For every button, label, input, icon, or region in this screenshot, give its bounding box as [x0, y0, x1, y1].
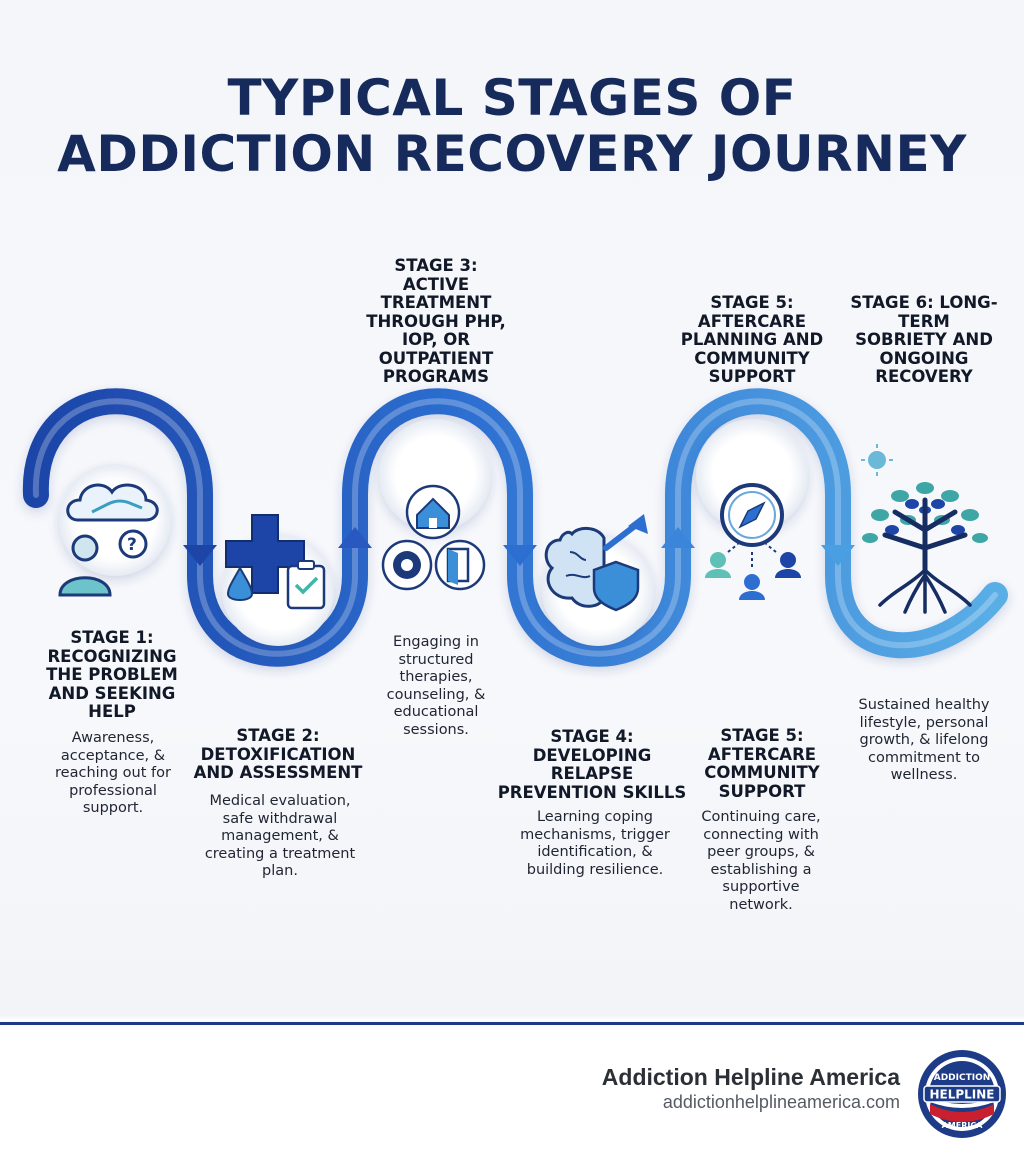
tree-sun-icon	[861, 444, 988, 614]
stage-5-community-title: STAGE 5: AFTERCARE COMMUNITY SUPPORT	[704, 726, 820, 801]
brand-name: Addiction Helpline America	[601, 1064, 900, 1090]
footer-divider	[0, 1022, 1024, 1025]
stage-3-title: STAGE 3: ACTIVE TREATMENT THROUGH PHP, I…	[366, 256, 506, 386]
brain-shield-icon	[544, 514, 648, 612]
stage-1-title: STAGE 1: RECOGNIZING THE PROBLEM AND SEE…	[46, 628, 178, 721]
stage-5-description: Continuing care, connecting with peer gr…	[701, 809, 821, 913]
helpline-logo: ADDICTION HELPLINE AMERICA	[918, 1050, 1006, 1138]
medical-cross-clipboard-icon	[225, 514, 326, 610]
arrow-up-icon	[661, 527, 695, 548]
stage-3-description: Engaging in structured therapies, counse…	[386, 634, 486, 738]
stage-6-title: STAGE 6: LONG-TERM SOBRIETY AND ONGOING …	[850, 293, 998, 386]
stage-1-description: Awareness, acceptance, & reaching out fo…	[55, 730, 171, 816]
brand-url[interactable]: addictionhelplineamerica.com	[662, 1092, 900, 1112]
stage-2-title: STAGE 2: DETOXIFICATION AND ASSESSMENT	[193, 726, 363, 782]
journey-path	[22, 388, 1008, 667]
arrow-up-icon	[338, 527, 372, 548]
stage-5-planning-title: STAGE 5: AFTERCARE PLANNING AND COMMUNIT…	[680, 293, 824, 386]
stage-2-description: Medical evaluation, safe withdrawal mana…	[204, 793, 356, 879]
page-title-line-2: ADDICTION RECOVERY JOURNEY	[57, 125, 967, 183]
arrow-down-icon	[503, 545, 537, 566]
compass-people-icon	[705, 483, 801, 600]
arrow-down-icon	[821, 545, 855, 566]
logo-text-top: ADDICTION	[934, 1073, 991, 1083]
page-title-line-1: TYPICAL STAGES OF	[227, 69, 797, 127]
stage-4-title: STAGE 4: DEVELOPING RELAPSE PREVENTION S…	[497, 727, 687, 802]
hand-cloud-person-icon: ?	[58, 483, 159, 597]
logo-text-bottom: AMERICA	[942, 1121, 984, 1130]
arrow-down-icon	[183, 545, 217, 566]
recovery-path-diagram: ?	[22, 388, 1008, 667]
stage-6-description: Sustained healthy lifestyle, personal gr…	[858, 697, 990, 783]
logo-text-mid: HELPLINE	[929, 1088, 994, 1102]
house-gear-door-icon	[381, 484, 486, 591]
stage-4-description: Learning coping mechanisms, trigger iden…	[520, 809, 670, 878]
svg-text:?: ?	[127, 535, 137, 555]
